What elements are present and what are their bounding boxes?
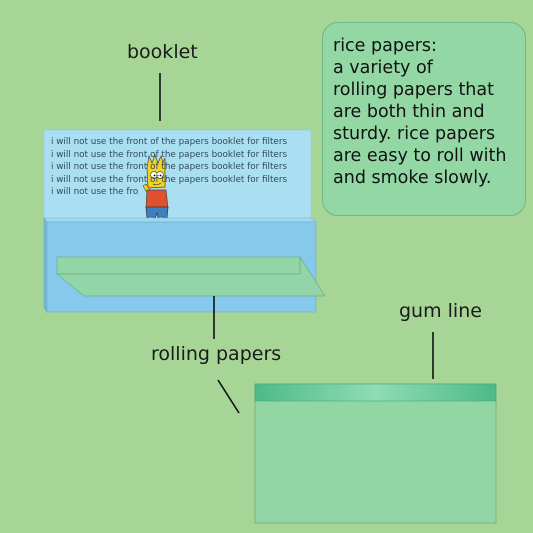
rice-papers-callout: rice papers: a variety of rolling papers…	[322, 22, 526, 216]
rolling-papers-label: rolling papers	[151, 343, 282, 365]
booklet-text-line: i will not use the front of the papers b…	[51, 149, 288, 160]
booklet-text-line: i will not use the front of the papers b…	[51, 174, 288, 185]
callout-line: and smoke slowly.	[333, 168, 492, 188]
gum-line-strip	[254, 383, 497, 402]
booklet-text-line: i will not use the fro	[51, 187, 139, 198]
gum-line-label: gum line	[399, 300, 482, 322]
paper-fold	[56, 255, 326, 297]
rolling-paper-sheet	[254, 383, 497, 524]
booklet-repeated-text: i will not use the front of the papers b…	[51, 136, 287, 199]
booklet-label: booklet	[127, 41, 198, 63]
booklet-front-side	[43, 217, 48, 314]
booklet-text-line: i will not use the front of the papers b…	[51, 137, 288, 147]
booklet-text-line: i will not use the front of the papers b…	[51, 162, 288, 173]
callout-line: a variety of	[333, 58, 433, 78]
paper-strip	[56, 256, 301, 275]
booklet-front-top-edge	[43, 217, 317, 223]
callout-line: are both thin and	[333, 102, 485, 122]
rolling-papers-leader-line-lower	[217, 379, 240, 414]
booklet-back-panel	[43, 129, 312, 219]
callout-line: are easy to roll with	[333, 146, 507, 166]
callout-line: rolling papers that	[333, 80, 494, 100]
callout-line: sturdy. rice papers	[333, 124, 496, 144]
callout-line: rice papers:	[333, 36, 437, 56]
